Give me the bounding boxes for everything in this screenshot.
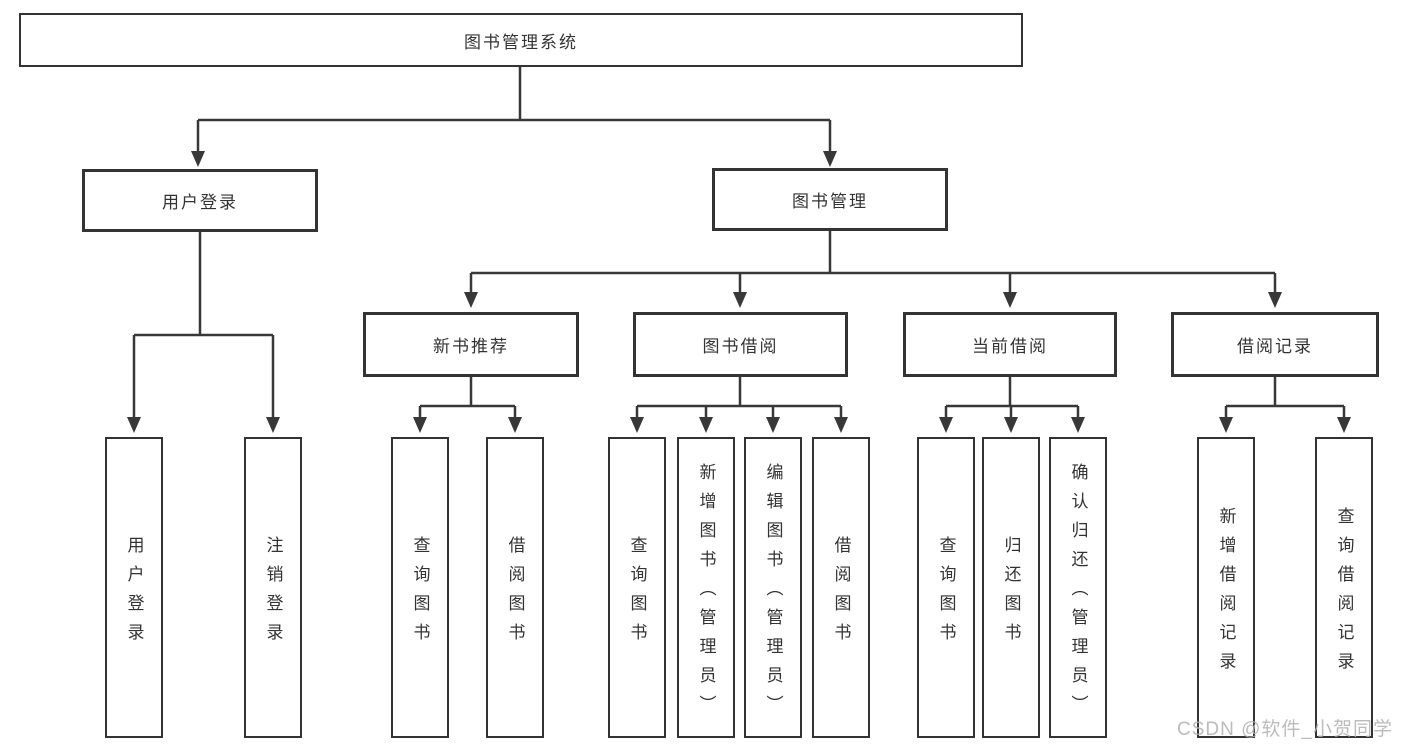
node-library-system: 图书管理系统	[19, 13, 1023, 67]
leaf-return-book-label: 归还图书	[1001, 535, 1021, 652]
leaf-query-borrow-record: 查询借阅记录	[1315, 437, 1373, 738]
leaf-confirm-return-admin: 确认归还（管理员）	[1049, 437, 1107, 738]
leaf-add-book-admin: 新增图书（管理员）	[677, 437, 735, 738]
leaf-return-book: 归还图书	[982, 437, 1040, 738]
leaf-logout-label: 注销登录	[263, 535, 283, 652]
leaf-user-login-label: 用户登录	[124, 535, 144, 652]
leaf-query-books-current: 查询图书	[917, 437, 975, 738]
leaf-borrow-books-recommend: 借阅图书	[486, 437, 544, 738]
node-book-management-label: 图书管理	[792, 192, 868, 211]
leaf-confirm-return-admin-label: 确认归还（管理员）	[1068, 463, 1088, 724]
leaf-borrow-books: 借阅图书	[812, 437, 870, 738]
node-borrow-records-label: 借阅记录	[1237, 337, 1313, 356]
node-new-book-recommend-label: 新书推荐	[433, 337, 509, 356]
leaf-query-books-borrow: 查询图书	[608, 437, 666, 738]
leaf-query-books-recommend-label: 查询图书	[410, 535, 430, 652]
node-current-borrow: 当前借阅	[903, 312, 1117, 377]
leaf-query-books-recommend: 查询图书	[391, 437, 449, 738]
node-book-borrow-label: 图书借阅	[702, 337, 779, 356]
leaf-edit-book-admin: 编辑图书（管理员）	[744, 437, 802, 738]
leaf-logout: 注销登录	[244, 437, 302, 738]
leaf-add-borrow-record: 新增借阅记录	[1197, 437, 1255, 738]
node-user-login-label: 用户登录	[162, 193, 238, 212]
leaf-edit-book-admin-label: 编辑图书（管理员）	[763, 463, 783, 724]
leaf-query-borrow-record-label: 查询借阅记录	[1334, 506, 1354, 681]
node-borrow-records: 借阅记录	[1171, 312, 1379, 377]
leaf-borrow-books-recommend-label: 借阅图书	[505, 535, 525, 652]
leaf-borrow-books-label: 借阅图书	[831, 535, 851, 652]
node-book-borrow: 图书借阅	[633, 312, 848, 377]
leaf-query-books-current-label: 查询图书	[936, 535, 956, 652]
leaf-query-books-borrow-label: 查询图书	[627, 535, 647, 652]
leaf-add-borrow-record-label: 新增借阅记录	[1216, 506, 1236, 681]
node-library-system-label: 图书管理系统	[464, 32, 578, 52]
leaf-add-book-admin-label: 新增图书（管理员）	[696, 463, 716, 724]
node-current-borrow-label: 当前借阅	[972, 337, 1048, 356]
node-user-login: 用户登录	[82, 169, 318, 232]
node-new-book-recommend: 新书推荐	[363, 312, 579, 377]
node-book-management: 图书管理	[712, 168, 948, 231]
leaf-user-login: 用户登录	[105, 437, 163, 738]
